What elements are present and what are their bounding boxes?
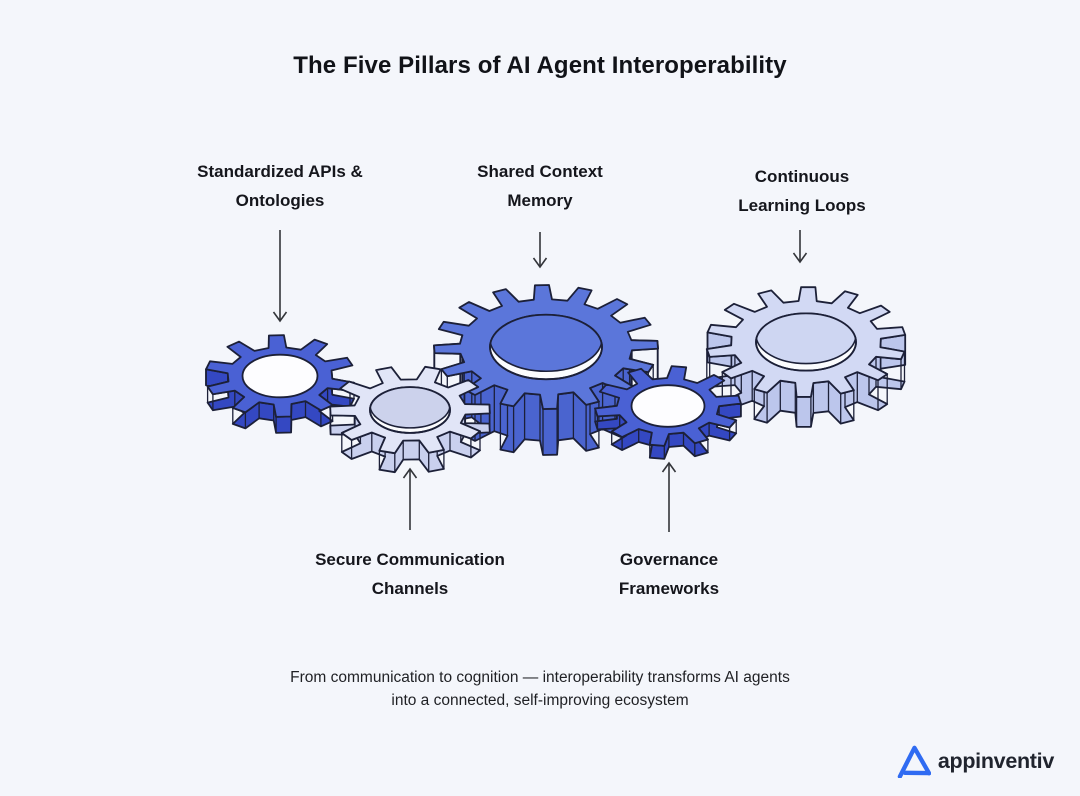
gear-continuous-learning-loops xyxy=(705,286,907,428)
pillar-label-line: Channels xyxy=(371,579,449,598)
pillar-label-secure-communication: Secure Communication Channels xyxy=(315,545,505,603)
pillar-label-governance: Governance Frameworks xyxy=(619,545,719,603)
arrow-secure-communication xyxy=(402,467,418,530)
gear-secure-communication-channels xyxy=(329,365,491,474)
caption-line: into a connected, self-improving ecosyst… xyxy=(391,692,689,709)
arrow-governance xyxy=(661,461,677,532)
gear-standardized-apis-ontologies xyxy=(205,334,355,434)
appinventiv-logo: appinventiv xyxy=(897,742,1054,780)
pillar-label-continuous-learning: Continuous Learning Loops xyxy=(738,162,866,220)
pillar-label-line: Frameworks xyxy=(618,579,720,598)
arrow-shared-context xyxy=(532,232,548,269)
gear-governance-frameworks xyxy=(594,365,742,460)
pillar-label-line: Ontologies xyxy=(235,191,325,210)
caption-line: From communication to cognition — intero… xyxy=(290,669,790,686)
pillar-label-standardized-apis: Standardized APIs & Ontologies xyxy=(197,157,363,215)
page-title: The Five Pillars of AI Agent Interoperab… xyxy=(293,52,787,79)
pillar-label-line: Memory xyxy=(507,191,573,210)
pillar-label-line: Standardized APIs & xyxy=(197,162,363,181)
arrow-continuous-learning xyxy=(792,230,808,264)
pillar-label-line: Secure Communication xyxy=(315,550,505,569)
arrow-standardized-apis xyxy=(272,230,288,323)
appinventiv-logo-text: appinventiv xyxy=(937,748,1054,773)
appinventiv-logo-icon xyxy=(897,745,931,778)
pillar-label-line: Learning Loops xyxy=(738,196,866,215)
pillar-label-line: Governance xyxy=(619,550,719,569)
pillar-label-line: Continuous xyxy=(754,167,850,186)
pillar-label-shared-context: Shared Context Memory xyxy=(477,157,603,215)
caption: From communication to cognition — intero… xyxy=(290,666,790,712)
pillar-label-line: Shared Context xyxy=(477,162,603,181)
